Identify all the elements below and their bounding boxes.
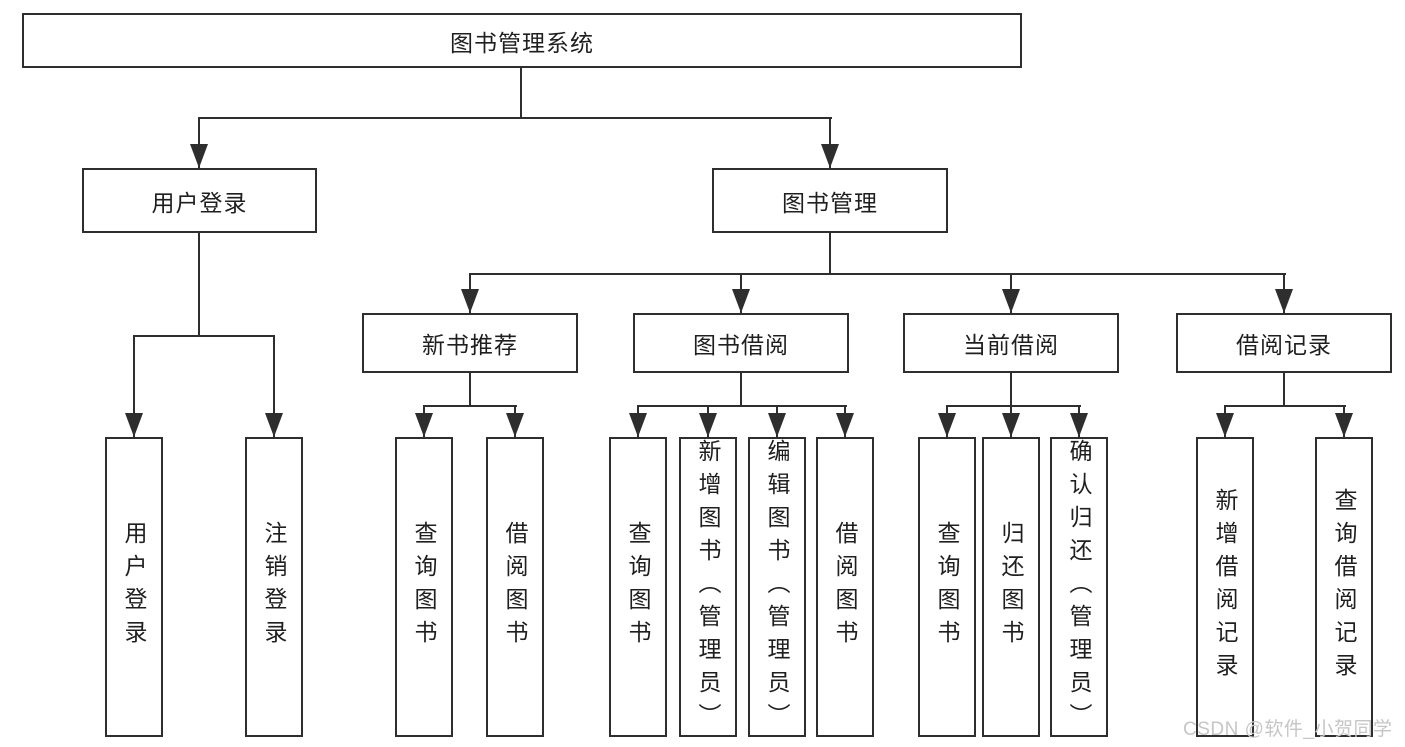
node-label: 注销登录 [261, 521, 287, 653]
arrowhead-bb-query [629, 413, 647, 437]
node-borrow-record: 借阅记录 [1176, 313, 1392, 373]
node-label: 新增图书（管理员） [695, 438, 721, 736]
arrowhead-book-mgmt [821, 144, 839, 168]
connector-user-login-stem [198, 233, 200, 335]
arrowhead-br-add [1216, 413, 1234, 437]
arrowhead-nb-borrow [506, 413, 524, 437]
node-label: 编辑图书（管理员） [764, 438, 790, 736]
node-current-borrow: 当前借阅 [903, 313, 1119, 373]
node-label: 确认归还（管理员） [1066, 438, 1092, 736]
arrowhead-bb-add [699, 413, 717, 437]
connector-borrow-record-stem [1283, 373, 1285, 405]
arrowhead-nb-query [415, 413, 433, 437]
connector-root-stem [520, 68, 522, 117]
connector-drop-book-mgmt [829, 117, 831, 168]
node-label: 查询借阅记录 [1331, 488, 1357, 686]
node-label: 新增借阅记录 [1212, 488, 1238, 686]
node-label: 用户登录 [121, 521, 147, 653]
leaf-book-borrow-edit-books-admin: 编辑图书（管理员） [748, 437, 806, 737]
node-book-borrow: 图书借阅 [633, 313, 849, 373]
arrowhead-book-borrow [732, 289, 750, 313]
connector-book-mgmt-hline [469, 273, 1286, 275]
connector-current-borrow-hline [946, 405, 1081, 407]
arrowhead-br-query [1335, 413, 1353, 437]
node-label: 借阅记录 [1236, 332, 1332, 358]
node-label: 新书推荐 [422, 332, 518, 358]
connector-current-borrow-stem [1010, 373, 1012, 405]
node-root-system: 图书管理系统 [22, 13, 1022, 68]
leaf-new-book-borrow-books: 借阅图书 [486, 437, 544, 737]
connector-drop-leaf-logout [273, 335, 275, 437]
leaf-current-borrow-query-books: 查询图书 [918, 437, 976, 737]
arrowhead-bb-borrow [836, 413, 854, 437]
node-label: 图书管理系统 [450, 29, 594, 56]
node-label: 查询图书 [625, 521, 651, 653]
node-label: 当前借阅 [963, 332, 1059, 358]
connector-root-hline [198, 117, 832, 119]
connector-new-book-hline [423, 405, 517, 407]
leaf-logout-login: 注销登录 [245, 437, 303, 737]
leaf-borrow-record-add: 新增借阅记录 [1196, 437, 1254, 737]
leaf-book-borrow-query-books: 查询图书 [609, 437, 667, 737]
arrowhead-bb-edit [768, 413, 786, 437]
arrowhead-leaf-login [125, 413, 143, 437]
arrowhead-borrow-record [1275, 289, 1293, 313]
node-label: 图书管理 [782, 189, 878, 216]
node-label: 查询图书 [411, 521, 437, 653]
leaf-book-borrow-add-books-admin: 新增图书（管理员） [679, 437, 737, 737]
arrowhead-cb-confirm [1070, 413, 1088, 437]
leaf-current-borrow-confirm-return-admin: 确认归还（管理员） [1050, 437, 1108, 737]
leaf-book-borrow-borrow-books: 借阅图书 [816, 437, 874, 737]
csdn-watermark: CSDN @软件_小贺同学 [1183, 719, 1393, 740]
leaf-borrow-record-query: 查询借阅记录 [1315, 437, 1373, 737]
connector-book-borrow-hline [637, 405, 847, 407]
leaf-user-login: 用户登录 [105, 437, 163, 737]
arrowhead-leaf-logout [265, 413, 283, 437]
node-label: 借阅图书 [832, 521, 858, 653]
node-book-management: 图书管理 [712, 168, 948, 233]
connector-drop-leaf-login [133, 335, 135, 437]
node-label: 查询图书 [934, 521, 960, 653]
arrowhead-user-login [190, 144, 208, 168]
arrowhead-cb-query [938, 413, 956, 437]
leaf-current-borrow-return-books: 归还图书 [982, 437, 1040, 737]
connector-drop-user-login [198, 117, 200, 168]
node-label: 图书借阅 [693, 332, 789, 358]
leaf-new-book-query-books: 查询图书 [395, 437, 453, 737]
node-label: 用户登录 [151, 189, 248, 216]
node-label: 借阅图书 [502, 521, 528, 653]
node-user-login: 用户登录 [82, 168, 317, 233]
arrowhead-current-borrow [1002, 289, 1020, 313]
node-label: 归还图书 [998, 521, 1024, 653]
arrowhead-new-book [461, 289, 479, 313]
connector-book-mgmt-stem [829, 233, 831, 273]
connector-book-borrow-stem [740, 373, 742, 405]
node-new-book-recommend: 新书推荐 [362, 313, 578, 373]
connector-new-book-stem [469, 373, 471, 405]
arrowhead-cb-return [1002, 413, 1020, 437]
connector-borrow-record-hline [1224, 405, 1346, 407]
connector-user-login-hline [133, 335, 275, 337]
